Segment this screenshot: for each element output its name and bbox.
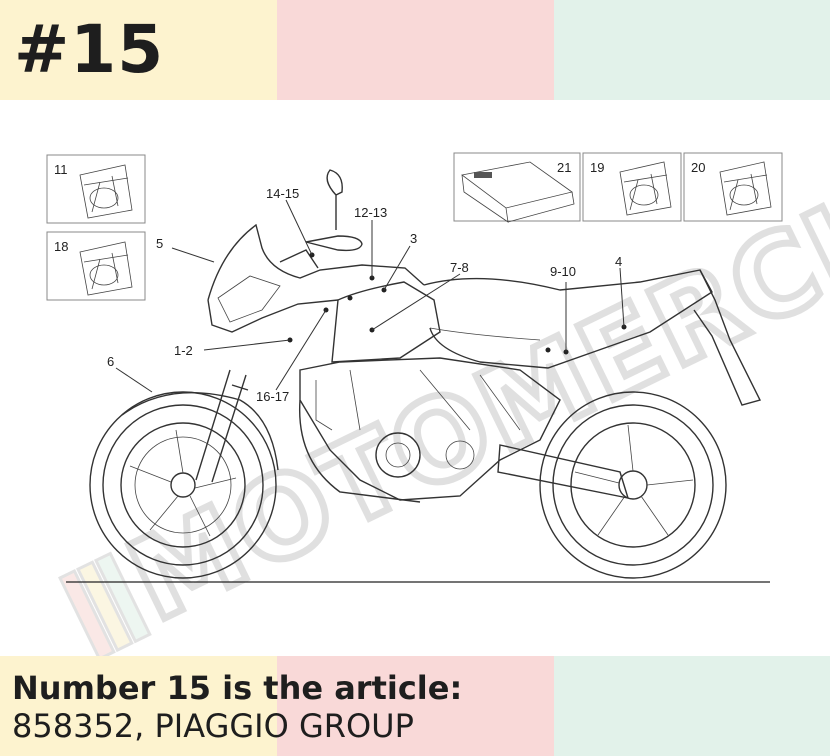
header-band-mint	[554, 0, 830, 100]
callout-leaders	[115, 199, 625, 393]
kit-box-19: 19	[582, 152, 682, 222]
callout-12-13: 12-13	[354, 205, 387, 220]
footer-band-yellow	[0, 656, 277, 756]
callout-3: 3	[410, 231, 417, 246]
kit-label-21: 21	[557, 160, 571, 175]
kit-label-19: 19	[590, 160, 604, 175]
kit-label-20: 20	[691, 160, 705, 175]
kit-label-11: 11	[54, 162, 68, 177]
header-band-yellow	[0, 0, 277, 100]
callout-4: 4	[615, 254, 622, 269]
footer-band-pink	[277, 656, 554, 756]
callout-9-10: 9-10	[550, 264, 576, 279]
callout-7-8: 7-8	[450, 260, 469, 275]
callout-6: 6	[107, 354, 114, 369]
article-caption: Number 15 is the article: 858352, PIAGGI…	[12, 668, 462, 746]
article-caption-line2: 858352, PIAGGIO GROUP	[12, 707, 414, 745]
callout-labels: 14-15 12-13 3 5 7-8 9-10 4 1-2 6 16-17	[107, 186, 622, 404]
kit-box-11: 11	[46, 154, 146, 224]
callout-5: 5	[156, 236, 163, 251]
kit-box-18: 18	[46, 231, 146, 301]
item-number-title: #15	[14, 11, 165, 88]
callout-1-2: 1-2	[174, 343, 193, 358]
callout-14-15: 14-15	[266, 186, 299, 201]
kit-box-20: 20	[683, 152, 783, 222]
callout-16-17: 16-17	[256, 389, 289, 404]
header-band-pink	[277, 0, 554, 100]
motorcycle-drawing	[89, 169, 762, 579]
article-caption-line1: Number 15 is the article:	[12, 669, 463, 707]
parts-diagram: MOTOMERCIA 11 18 21 19 20	[46, 140, 830, 656]
footer-band-mint	[554, 656, 830, 756]
kit-box-21: 21	[453, 152, 581, 223]
kit-label-18: 18	[54, 239, 68, 254]
